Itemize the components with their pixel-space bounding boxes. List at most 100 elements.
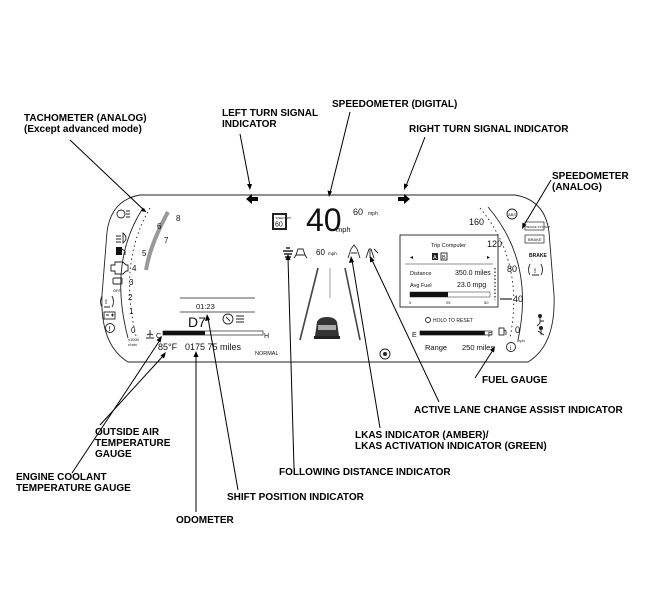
- tach-unit-rmin: r/min: [128, 342, 137, 347]
- label-speedometer-digital: SPEEDOMETER (DIGITAL): [332, 99, 457, 110]
- tach-scale-7: 7: [164, 236, 169, 245]
- outside-temperature: 85°F: [158, 342, 178, 352]
- trip-tab-a: A: [433, 255, 437, 261]
- label-lkas: LKAS INDICATOR (AMBER)/: [355, 430, 489, 441]
- cluster-housing: [101, 194, 555, 363]
- svg-text:BRAKE: BRAKE: [528, 237, 542, 242]
- speed-limit-sign-top: SPEED LIMIT: [276, 217, 292, 220]
- trip-tab-b: B: [442, 255, 446, 261]
- tire-pressure-icon: !: [100, 295, 114, 308]
- coolant-hot-label: H: [264, 333, 269, 340]
- tachometer-gauge: 8 7 6 5 4 3 2 1 0 x1000 r/min: [120, 207, 181, 347]
- svg-text:!: !: [109, 327, 111, 333]
- leader-lines: [69, 111, 552, 512]
- label-speedometer-analog-2: (ANALOG): [552, 182, 602, 193]
- tach-scale-0: 0: [131, 326, 136, 335]
- active-lane-change-icon: [365, 248, 379, 259]
- label-fuel-gauge: FUEL GAUGE: [482, 375, 548, 386]
- svg-text:ABS: ABS: [508, 212, 516, 217]
- left-turn-signal-icon: [246, 194, 258, 204]
- driver-attention-icon: [379, 348, 391, 360]
- speedo-scale-0: 0: [515, 325, 520, 335]
- trip-next-icon: ▸: [487, 255, 490, 261]
- power-steering-icon: !: [105, 323, 115, 333]
- label-engine-coolant-2: TEMPERATURE GAUGE: [16, 483, 131, 494]
- cruise-control-icon: [222, 313, 244, 325]
- coolant-temperature-icon: [146, 330, 154, 339]
- low-fuel-icon: [116, 247, 126, 255]
- fuel-full-label: F: [488, 332, 492, 339]
- speedo-scale-120: 120: [487, 239, 502, 249]
- vsa-off-icon: OFF: [112, 277, 123, 293]
- tpms-icon: !: [528, 263, 543, 276]
- tach-unit-x1000: x1000: [128, 337, 140, 342]
- label-outside-air: OUTSIDE AIR: [95, 427, 160, 438]
- range-value: 250 miles: [462, 343, 494, 352]
- svg-text:OFF: OFF: [113, 288, 122, 293]
- analog-speedometer: 160 120 80 40 0 mph: [469, 206, 525, 343]
- callout-labels: TACHOMETER (ANALOG) (Except advanced mod…: [16, 99, 629, 526]
- range-label: Range: [425, 343, 447, 352]
- seatbelt-icon: [537, 326, 545, 336]
- tach-scale-5: 5: [142, 249, 147, 258]
- speed-limit-value: 60: [353, 207, 363, 217]
- trip-computer-panel: Trip Computer ◂ A B ▸ Distance 350.0 mil…: [399, 234, 499, 324]
- drive-mode-label: NORMAL: [255, 351, 279, 357]
- label-left-turn-signal-2: INDICATOR: [222, 119, 277, 130]
- brake-system-warning-icon: BRAKE SYSTEM: [524, 221, 550, 231]
- trip-bar-scale-25: 25: [446, 300, 451, 305]
- speed-limit-sign-value: 60: [275, 222, 283, 229]
- acc-vehicle-icon: [293, 248, 308, 259]
- trip-distance-label: Distance: [410, 271, 431, 277]
- label-right-turn-signal: RIGHT TURN SIGNAL INDICATOR: [409, 124, 569, 135]
- check-engine-icon: [110, 261, 129, 275]
- speedo-scale-160: 160: [469, 217, 484, 227]
- clock-display: 01:23: [196, 302, 215, 311]
- auto-high-beam-icon: [116, 232, 127, 244]
- acc-set-unit: mph: [328, 251, 337, 256]
- label-active-lane-change: ACTIVE LANE CHANGE ASSIST INDICATOR: [414, 405, 623, 416]
- trip-bar-scale-0: 0: [409, 300, 412, 305]
- airbag-icon: [536, 314, 544, 327]
- svg-text:i: i: [510, 346, 511, 352]
- tach-scale-1: 1: [129, 307, 134, 316]
- acc-set-speed: 60: [316, 248, 325, 257]
- fuel-pump-icon: [498, 327, 507, 336]
- right-warning-lights: ABS BRAKE SYSTEM BRAKE BRAKE !: [506, 208, 550, 336]
- vehicle-icon: [314, 317, 340, 339]
- brake-hold-icon: BRAKE: [524, 234, 545, 244]
- svg-text:!: !: [534, 269, 536, 275]
- svg-text:!: !: [105, 300, 107, 306]
- tach-scale-6: 6: [157, 222, 162, 231]
- label-lkas-2: LKAS ACTIVATION INDICATOR (GREEN): [355, 441, 547, 452]
- tach-scale-2: 2: [128, 293, 133, 302]
- tach-scale-4: 4: [132, 264, 137, 273]
- label-shift-position: SHIFT POSITION INDICATOR: [227, 492, 365, 503]
- shift-position-display: D7: [188, 314, 206, 330]
- speed-limit-unit: mph: [368, 211, 378, 217]
- speedo-scale-40: 40: [513, 294, 523, 304]
- road-display: [299, 267, 361, 341]
- fuel-level-fill: [420, 331, 485, 335]
- trip-distance-value: 350.0 miles: [455, 270, 491, 277]
- fuel-empty-label: E: [412, 332, 417, 339]
- label-outside-air-2: TEMPERATURE: [95, 438, 171, 449]
- center-left-info: 01:23 D7: [180, 297, 255, 330]
- speed-limit-sign: SPEED LIMIT 60: [272, 213, 292, 230]
- label-following-distance: FOLLOWING DISTANCE INDICATOR: [279, 467, 451, 478]
- trip-fuel-label: Avg Fuel: [410, 283, 432, 289]
- info-icon: i: [506, 342, 516, 352]
- label-tachometer-note: (Except advanced mode): [24, 124, 142, 135]
- abs-icon: ABS: [506, 208, 518, 220]
- tach-scale-3: 3: [129, 278, 134, 287]
- digital-speed-value: 40: [306, 202, 342, 238]
- label-engine-coolant: ENGINE COOLANT: [16, 472, 107, 483]
- label-left-turn-signal: LEFT TURN SIGNAL: [222, 108, 318, 119]
- lkas-icon: [347, 244, 361, 259]
- trip-fuel-value: 23.0 mpg: [457, 282, 486, 289]
- speedo-unit: mph: [517, 338, 525, 343]
- fuel-gauge: E F Range 250 miles i: [412, 327, 516, 352]
- right-turn-signal-icon: [398, 194, 410, 204]
- trip-hold-reset: HOLD TO RESET: [433, 318, 473, 324]
- coolant-level-fill: [163, 331, 205, 335]
